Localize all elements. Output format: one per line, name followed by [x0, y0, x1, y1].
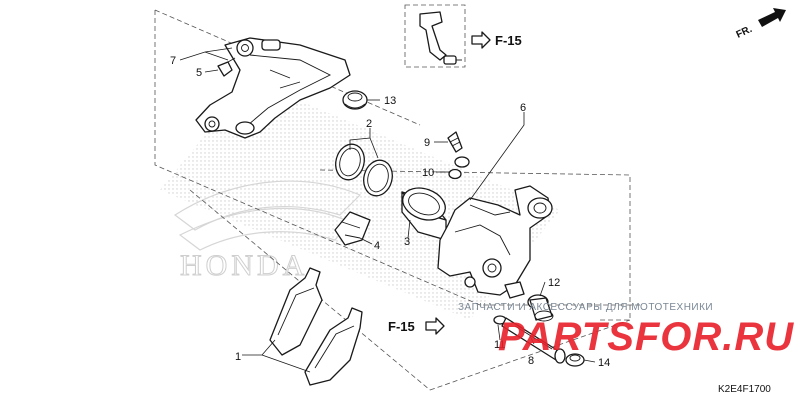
callout-3: 3: [404, 236, 410, 248]
callout-5: 5: [196, 67, 202, 79]
caliper-bracket: [195, 37, 351, 139]
callout-2: 2: [366, 118, 372, 130]
callout-labels: 1 2 3 4 5 6 7 8 9 10 11 12 13 14: [170, 55, 610, 369]
callout-10: 10: [422, 167, 434, 179]
caliper-body: [437, 185, 553, 299]
pin-bushing: [527, 294, 554, 322]
brake-pads: [269, 267, 363, 386]
callout-11: 11: [494, 339, 505, 351]
bleeder-valve: [447, 131, 470, 180]
pin-bolt: [493, 315, 566, 364]
watermark-logo: PARTSFOR.RU: [498, 315, 794, 359]
callout-4: 4: [374, 240, 380, 252]
callout-14: 14: [598, 357, 610, 369]
watermark-subtitle: ЗАПЧАСТИ И АКСЕССУАРЫ ДЛЯ МОТОТЕХНИКИ: [458, 302, 713, 313]
front-direction-label: FR.: [735, 24, 754, 41]
callout-6: 6: [520, 102, 526, 114]
front-direction-indicator: FR.: [735, 8, 786, 41]
honda-logo-text: HONDA: [180, 249, 308, 282]
callout-8: 8: [528, 355, 534, 367]
top-reference-bracket: [419, 11, 462, 65]
leader-lines: [179, 47, 596, 373]
callout-1: 1: [235, 351, 241, 363]
reference-arrow-top: F-15: [471, 31, 522, 49]
front-arrow-icon: [758, 8, 786, 27]
pin-boot: [342, 90, 368, 110]
pad-spring: [334, 211, 371, 246]
callout-13: 13: [384, 95, 396, 107]
retainer-clip: [217, 57, 236, 77]
callout-7: 7: [170, 55, 176, 67]
watermark: ЗАПЧАСТИ И АКСЕССУАРЫ ДЛЯ МОТОТЕХНИКИ PA…: [458, 302, 794, 359]
piston-seals: [335, 143, 393, 197]
caliper-piston: [401, 187, 447, 241]
reference-label-top: F-15: [495, 33, 522, 48]
callout-12: 12: [548, 277, 560, 289]
reference-arrow-bottom: F-15: [388, 317, 445, 335]
callout-9: 9: [424, 137, 430, 149]
reference-label-bottom: F-15: [388, 319, 415, 334]
drawing-code: K2E4F1700: [718, 384, 771, 395]
